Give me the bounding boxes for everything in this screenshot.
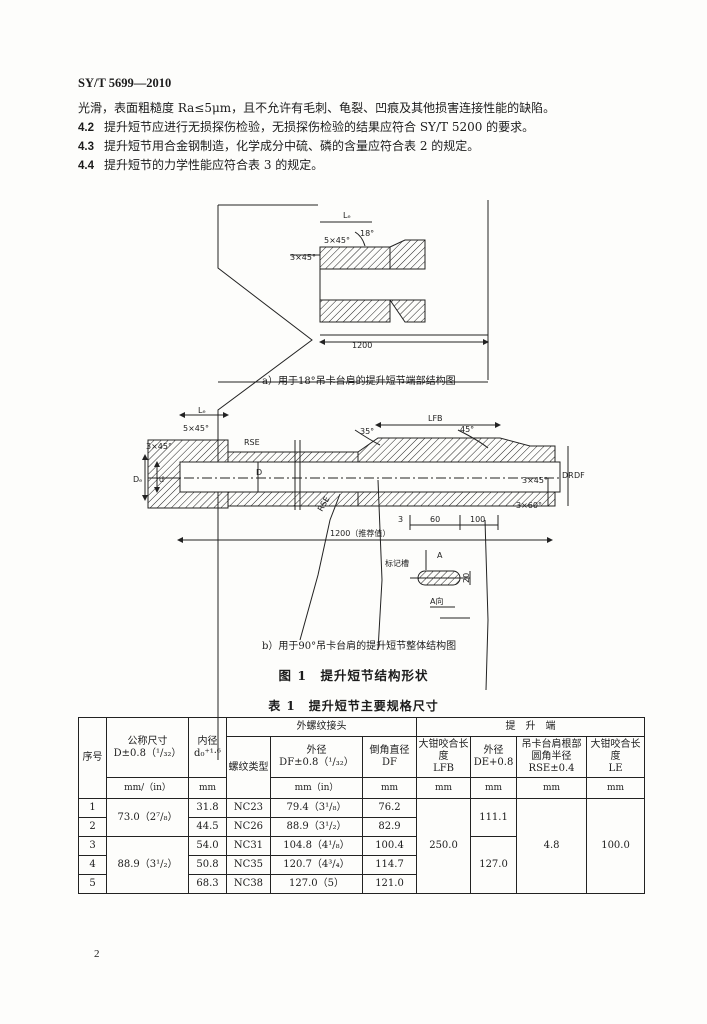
dim-lfb: LFB: [428, 414, 443, 423]
caption-a: a）用于18°吊卡台肩的提升短节端部结构图: [262, 376, 456, 387]
dim-1200-a: 1200: [352, 341, 372, 350]
table-row: 1 73.0（2⁷/₈） 31.8 NC23 79.4（3¹/₈） 76.2 2…: [78, 798, 646, 894]
dim-1200-recommended: 1200（推荐值）: [330, 528, 390, 538]
merged-len: 100.0: [586, 798, 646, 894]
unit-tong: mm: [416, 777, 472, 799]
dim-le-b: Lₑ: [198, 406, 206, 415]
dim-angle-35: 35°: [360, 427, 374, 436]
unit-outer: mm（in）: [270, 777, 363, 799]
unit-radius: mm: [516, 777, 588, 799]
dim-chamfer-3x45-b: 3×45°: [146, 442, 172, 451]
unit-chamfer: mm: [361, 777, 418, 799]
standard-code: SY/T 5699—2010: [78, 76, 172, 90]
dim-angle-18: 18°: [360, 229, 374, 238]
paragraph-continued: 光滑，表面粗糙度 Ra≤5μm，且不允许有毛刺、龟裂、凹痕及其他损害连接性能的缺…: [78, 101, 556, 115]
merged-lift-outer-b: 127.0: [470, 836, 518, 894]
dim-3: 3: [398, 515, 403, 524]
label-mark-slot: 标记槽: [385, 558, 409, 568]
merged-tong: 250.0: [416, 798, 472, 894]
table-row: 5 68.3 NC38 127.0（5） 121.0: [78, 874, 645, 894]
dim-dd: Dₑ: [133, 475, 143, 484]
table-title: 表 1 提升短节主要规格尺寸: [268, 699, 439, 713]
page-number: 2: [94, 948, 100, 960]
dim-dr: DR: [562, 471, 574, 480]
unit-lift-outer: mm: [470, 777, 518, 799]
dim-df: DF: [574, 471, 585, 480]
caption-b: b）用于90°吊卡台肩的提升短节整体结构图: [262, 641, 457, 652]
figure-title: 图 1 提升短节结构形状: [278, 668, 429, 683]
dim-d-small: d: [159, 475, 164, 484]
dim-chamfer-5x45-b: 5×45°: [183, 424, 209, 433]
label-a-view: A向: [430, 596, 443, 606]
dim-angle-45: 45°: [460, 425, 474, 434]
unit-nominal: mm/（in）: [106, 777, 189, 799]
header-thread-type: 螺纹类型: [226, 736, 271, 799]
dim-chamfer-5x45-a: 5×45°: [324, 236, 350, 245]
dim-chamfer-3x45-c: 3×45°: [522, 476, 548, 485]
dim-chamfer-3x60: 3×60°: [516, 501, 542, 510]
dim-20: 20: [462, 573, 471, 583]
dim-60: 60: [430, 515, 440, 524]
merged-lift-outer-a: 111.1: [470, 798, 518, 837]
dim-d-big: D: [256, 468, 262, 477]
unit-inner: mm: [188, 777, 227, 799]
label-arrow-a: A: [437, 551, 443, 560]
header-lift-group: 提 升 端: [416, 717, 646, 737]
dim-100: 100: [470, 515, 485, 524]
dim-rse: RSE: [244, 438, 260, 447]
header-seq: 序号: [78, 717, 107, 799]
header-thread-group: 外螺纹接头: [225, 717, 418, 737]
unit-len: mm: [586, 777, 646, 799]
merged-radius: 4.8: [516, 798, 588, 894]
dim-chamfer-3x45-a: 3×45°: [290, 253, 316, 262]
dim-le-a: Lₑ: [343, 211, 351, 220]
